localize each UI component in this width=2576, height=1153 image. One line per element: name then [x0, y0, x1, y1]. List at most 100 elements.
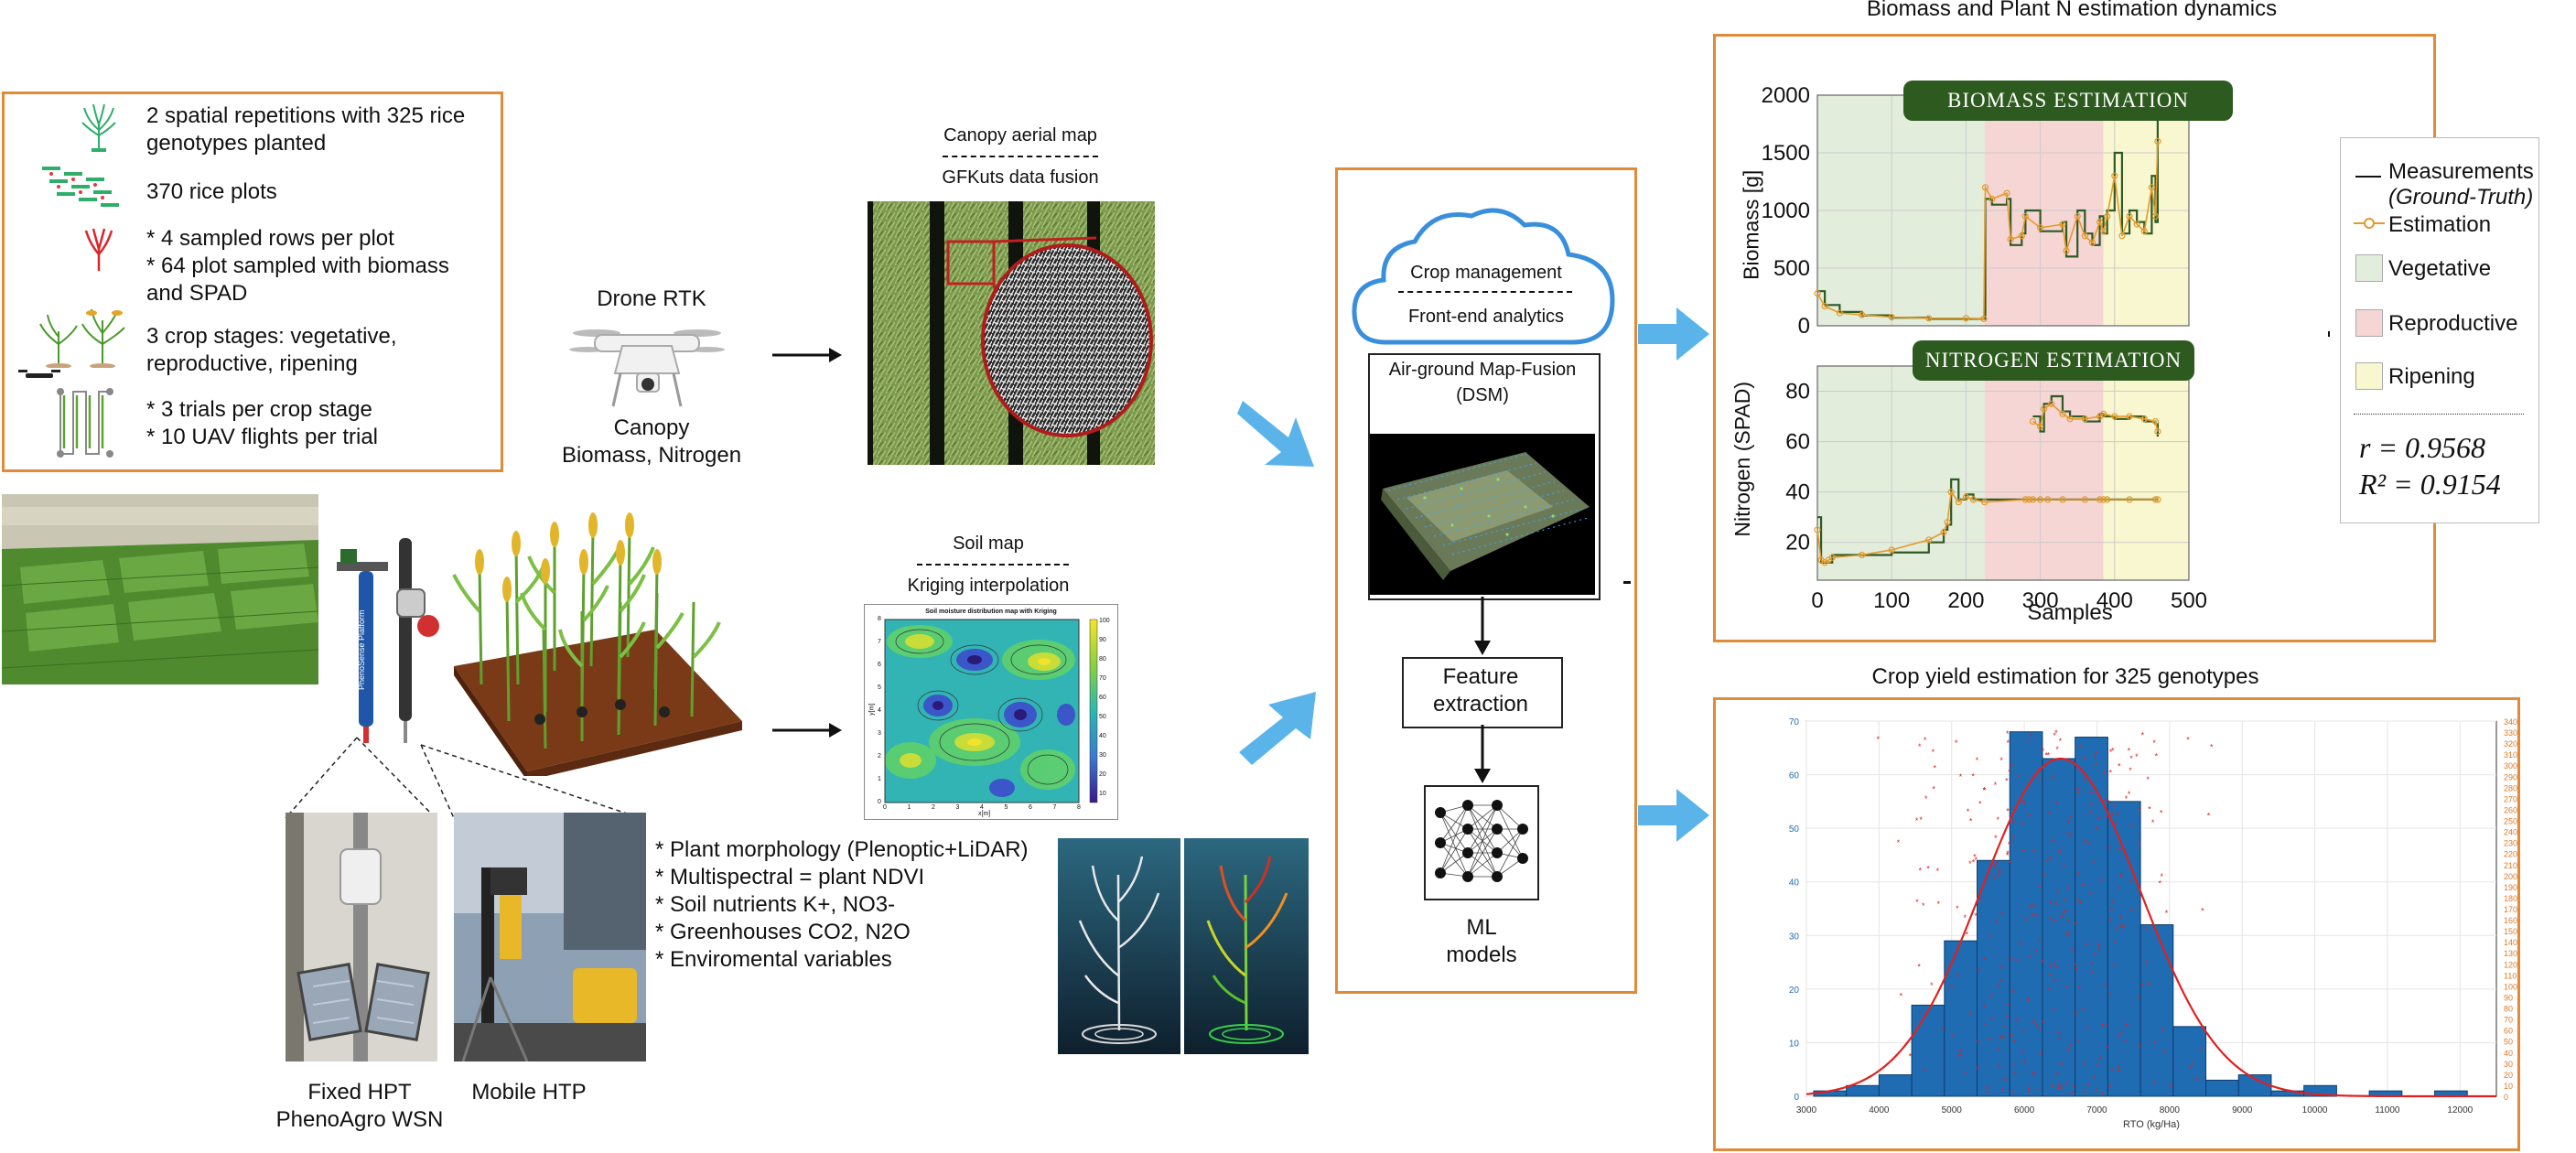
experiment-line-8: reproductive, ripening	[146, 351, 358, 376]
genotype-point: *	[2141, 982, 2145, 991]
soil-colorbar-tick: 70	[1099, 675, 1106, 682]
yield-right-tick: 120	[2504, 960, 2517, 969]
genotype-point: *	[2024, 916, 2028, 925]
genotype-point: *	[2138, 840, 2141, 849]
mapfusion-line-2: (DSM)	[1456, 385, 1509, 405]
genotype-point: *	[1950, 983, 1954, 992]
genotype-point: *	[1932, 784, 1935, 793]
estimation-point	[2059, 496, 2066, 503]
genotype-point: *	[2155, 751, 2159, 760]
genotype-point: *	[2006, 806, 2010, 815]
estimation-point	[2151, 417, 2160, 426]
estimation-point	[2037, 496, 2044, 503]
fixed-hpt-photo	[286, 813, 437, 1061]
soil-map-divider	[917, 564, 1069, 566]
genotype-point: *	[1983, 786, 1987, 795]
genotype-point: *	[2107, 798, 2111, 807]
sensor-bullet-5: * Enviromental variables	[655, 947, 892, 972]
genotype-point: *	[1958, 1051, 1962, 1060]
genotype-point: *	[2065, 1081, 2069, 1090]
genotype-point: *	[2055, 1071, 2059, 1080]
x-tick-label: 0	[1811, 588, 1823, 613]
genotype-point: *	[2058, 848, 2062, 857]
soil-x-tick: 3	[955, 804, 960, 811]
yield-right-tick: 310	[2504, 750, 2517, 760]
legend-reproductive: Reproductive	[2388, 311, 2518, 336]
genotype-point: *	[2110, 905, 2114, 914]
genotype-point: *	[1950, 1033, 1954, 1042]
x-tick-label: 300	[2022, 588, 2059, 613]
genotype-point: *	[2108, 991, 2112, 1000]
genotype-point: *	[2035, 1022, 2039, 1031]
genotype-point: *	[2086, 942, 2089, 951]
nitrogen-pill: NITROGEN ESTIMATION	[1913, 340, 2194, 381]
genotype-point: *	[2110, 1067, 2114, 1076]
legend-divider	[2354, 414, 2524, 415]
genotype-point: *	[1959, 772, 1963, 781]
genotype-point: *	[2100, 877, 2104, 886]
genotype-point: *	[1974, 911, 1978, 921]
genotype-point: *	[2093, 1074, 2096, 1083]
crop-field-illustration	[452, 512, 742, 776]
genotype-point: *	[1934, 763, 1937, 772]
genotype-point: *	[2042, 747, 2045, 756]
small-dash-mark	[1623, 581, 1631, 584]
genotype-point: *	[2022, 848, 2026, 857]
genotype-point: *	[2052, 1006, 2055, 1015]
genotype-point: *	[1998, 1063, 2001, 1072]
stage-band	[1817, 366, 1985, 580]
genotype-point: *	[2012, 818, 2016, 827]
genotype-point: *	[1997, 872, 2000, 881]
yield-y-tick: 50	[1789, 824, 1800, 835]
genotype-point: *	[1995, 860, 1999, 869]
soil-x-tick: 1	[907, 804, 911, 811]
genotype-point: *	[2008, 768, 2011, 777]
yield-right-tick: 80	[2504, 1005, 2513, 1014]
genotype-point: *	[2114, 821, 2118, 830]
soil-plot-title: Soil moisture distribution map with Krig…	[925, 609, 1057, 615]
genotype-point: *	[2103, 770, 2107, 779]
blue-arrow-upper	[1237, 401, 1314, 467]
cloud-divider	[1398, 291, 1572, 293]
genotype-point: *	[2091, 969, 2095, 978]
genotype-point: *	[2048, 986, 2052, 996]
legend-r: r = 0.9568	[2359, 431, 2486, 464]
estimation-point	[2133, 221, 2140, 228]
genotype-point: *	[2062, 863, 2065, 872]
genotype-point: *	[1978, 800, 1982, 809]
genotype-point: *	[2100, 1021, 2104, 1030]
genotype-point: *	[2189, 1064, 2193, 1073]
yield-right-tick: 240	[2504, 828, 2517, 837]
estimation-point	[2104, 496, 2111, 503]
histogram-bar	[1944, 940, 1978, 1097]
genotype-point: *	[2001, 1086, 2005, 1095]
genotype-points: * * * * * * * * * * * * * * * * * * * * * * * * * * * * * * * * * * * * * * * *…	[1876, 728, 2214, 1100]
genotype-point: *	[2084, 775, 2087, 784]
genotype-point: *	[2069, 813, 2073, 822]
genotype-point: *	[1964, 1070, 1967, 1079]
estimation-point	[2037, 423, 2044, 430]
dashed-connectors	[285, 737, 641, 819]
genotype-point: *	[2092, 858, 2096, 867]
genotype-point: *	[2201, 906, 2204, 915]
estimation-point	[1981, 499, 1989, 506]
estimation-point	[2154, 496, 2161, 503]
genotype-point: *	[1977, 1038, 1980, 1047]
estimation-point	[2088, 239, 2096, 246]
genotype-point: *	[2095, 1087, 2098, 1096]
genotype-point: *	[2191, 1061, 2194, 1070]
genotype-point: *	[1995, 918, 1999, 927]
genotype-point: *	[2086, 1082, 2090, 1091]
genotype-point: *	[1971, 771, 1975, 781]
yield-x-tick: 6000	[2014, 1105, 2035, 1115]
estimation-point	[1814, 290, 1821, 297]
genotype-point: *	[2036, 1085, 2040, 1094]
genotype-point: *	[2095, 824, 2098, 834]
genotype-point: *	[2006, 729, 2010, 738]
genotype-point: *	[2058, 1081, 2062, 1090]
genotype-point: *	[2031, 911, 2034, 921]
yield-y-tick: 70	[1789, 717, 1800, 727]
soil-y-tick: 5	[878, 684, 881, 691]
legend-estimation-swatch	[2354, 218, 2385, 229]
genotype-point: *	[2039, 883, 2042, 892]
